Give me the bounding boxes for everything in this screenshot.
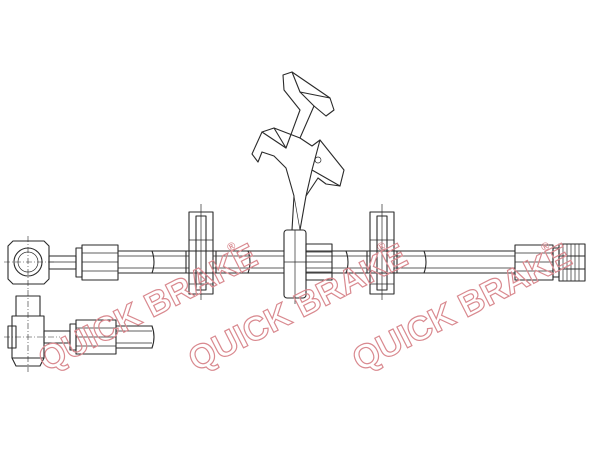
hose-body <box>117 250 516 274</box>
hose-clip-2 <box>366 204 398 300</box>
right-threaded-fitting <box>558 243 586 282</box>
mounting-bracket <box>251 71 345 231</box>
left-crimp-ferrule <box>75 244 119 281</box>
bracket-grommet <box>283 222 333 304</box>
hose-clip-1 <box>185 204 217 300</box>
left-stem-tube <box>48 255 77 270</box>
banjo-side-view <box>4 290 155 372</box>
brake-hose-assembly <box>4 71 586 304</box>
left-banjo-fitting <box>4 236 54 290</box>
